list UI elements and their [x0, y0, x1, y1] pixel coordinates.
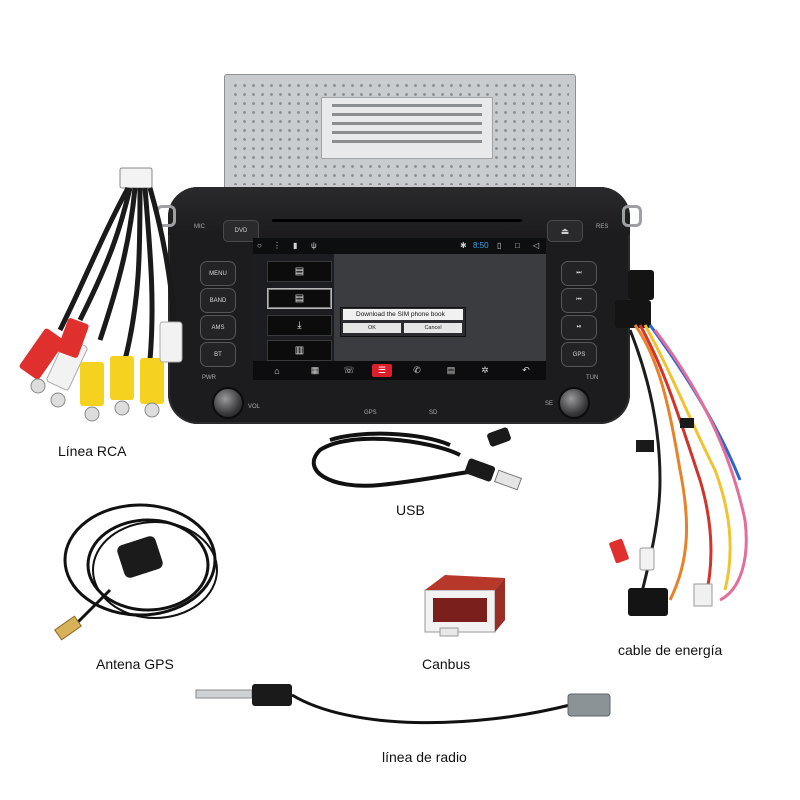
clock: 8:50 — [473, 241, 489, 250]
chassis-label — [321, 97, 493, 159]
power-harness — [609, 270, 748, 616]
mic-label: MIC — [194, 224, 205, 230]
gps-antenna — [54, 503, 218, 641]
tun-label: TUN — [586, 375, 599, 381]
rca-caption: Línea RCA — [58, 443, 127, 459]
rca-yellow-plug-3 — [140, 358, 164, 418]
power-cable-caption: cable de energía — [618, 642, 723, 658]
bt-button[interactable]: BT — [200, 342, 236, 367]
download-dialog: Download the SIM phone book OK Cancel — [340, 307, 466, 337]
status-bar: ○ ⋮ ▮ ψ ✱ 8:50 ▯ □ ◁ — [253, 238, 546, 254]
tune-knob[interactable] — [558, 387, 590, 419]
bottom-dock: ⌂ ▦ ☏ ☰ ✆ ▤ ✲ ↶ — [253, 361, 546, 380]
usb-caption: USB — [396, 502, 425, 518]
recent-apps-icon[interactable]: □ — [515, 241, 520, 250]
ams-button[interactable]: AMS — [200, 315, 236, 340]
dialog-title: Download the SIM phone book — [343, 309, 463, 320]
messages-icon[interactable]: ▤ — [446, 365, 456, 375]
ok-button[interactable]: OK — [343, 323, 401, 333]
radio-line-caption: línea de radio — [382, 749, 467, 765]
home-icon[interactable]: ⌂ — [274, 365, 280, 376]
sd-icon: ▮ — [293, 241, 298, 250]
dialpad-icon[interactable]: ▦ — [310, 365, 320, 375]
contacts-icon[interactable]: ☰ — [372, 364, 392, 377]
cancel-button[interactable]: Cancel — [404, 323, 462, 333]
play-pause-button[interactable]: ⏯ — [561, 315, 597, 340]
settings-icon[interactable]: ✲ — [481, 365, 489, 375]
res-label: RES — [596, 224, 609, 230]
usb-icon: ψ — [311, 241, 317, 250]
menu-button[interactable]: MENU — [200, 261, 236, 286]
rca-yellow-plug-2 — [110, 356, 134, 416]
back-icon[interactable]: ◁ — [533, 241, 540, 250]
menu-dots-icon: ⋮ — [273, 241, 281, 250]
return-icon[interactable]: ↶ — [522, 365, 530, 375]
gps-port-label: GPS — [364, 410, 377, 416]
vol-label: VOL — [248, 404, 261, 410]
circle-icon: ○ — [257, 241, 262, 250]
phone-icon[interactable]: ✆ — [413, 365, 421, 375]
sd-slot-label: SD — [429, 410, 438, 416]
bluetooth-icon: ✱ — [460, 241, 467, 250]
download-icon[interactable]: ⤓ — [267, 315, 332, 336]
next-track-button[interactable]: ⏭ — [561, 261, 597, 286]
call-log-icon[interactable]: ☏ — [343, 365, 355, 375]
radio-line — [195, 684, 611, 725]
gps-button[interactable]: GPS — [561, 342, 597, 367]
band-button[interactable]: BAND — [200, 288, 236, 313]
pwr-label: PWR — [202, 375, 216, 381]
delete-icon[interactable]: ▥ — [267, 340, 332, 361]
rca-white-plug-2 — [159, 321, 183, 363]
eject-button[interactable]: ⏏ — [547, 220, 583, 242]
sim-contacts-tile[interactable]: ▤ — [267, 261, 332, 282]
se-label: SE — [545, 401, 554, 407]
rca-red-plug-2 — [57, 318, 89, 358]
touch-screen: ○ ⋮ ▮ ψ ✱ 8:50 ▯ □ ◁ ▤ ▤ ⤓ ▥ Download th… — [253, 238, 546, 380]
dvd-button[interactable]: DVD — [223, 220, 259, 242]
right-mount-ear — [622, 205, 642, 227]
rca-harness — [19, 167, 183, 422]
rca-red-plug — [19, 328, 65, 394]
signal-icon: ▯ — [497, 241, 502, 250]
dvd-slot — [272, 219, 522, 222]
volume-knob[interactable] — [212, 387, 244, 419]
rca-yellow-plug-1 — [80, 362, 104, 422]
gps-antenna-caption: Antena GPS — [96, 656, 174, 672]
usb-cable — [311, 427, 522, 491]
canbus-box — [424, 575, 505, 637]
canbus-caption: Canbus — [422, 656, 471, 672]
metal-chassis — [224, 74, 576, 192]
prev-track-button[interactable]: ⏮ — [561, 288, 597, 313]
phonebook-download-tile[interactable]: ▤ — [267, 288, 332, 309]
